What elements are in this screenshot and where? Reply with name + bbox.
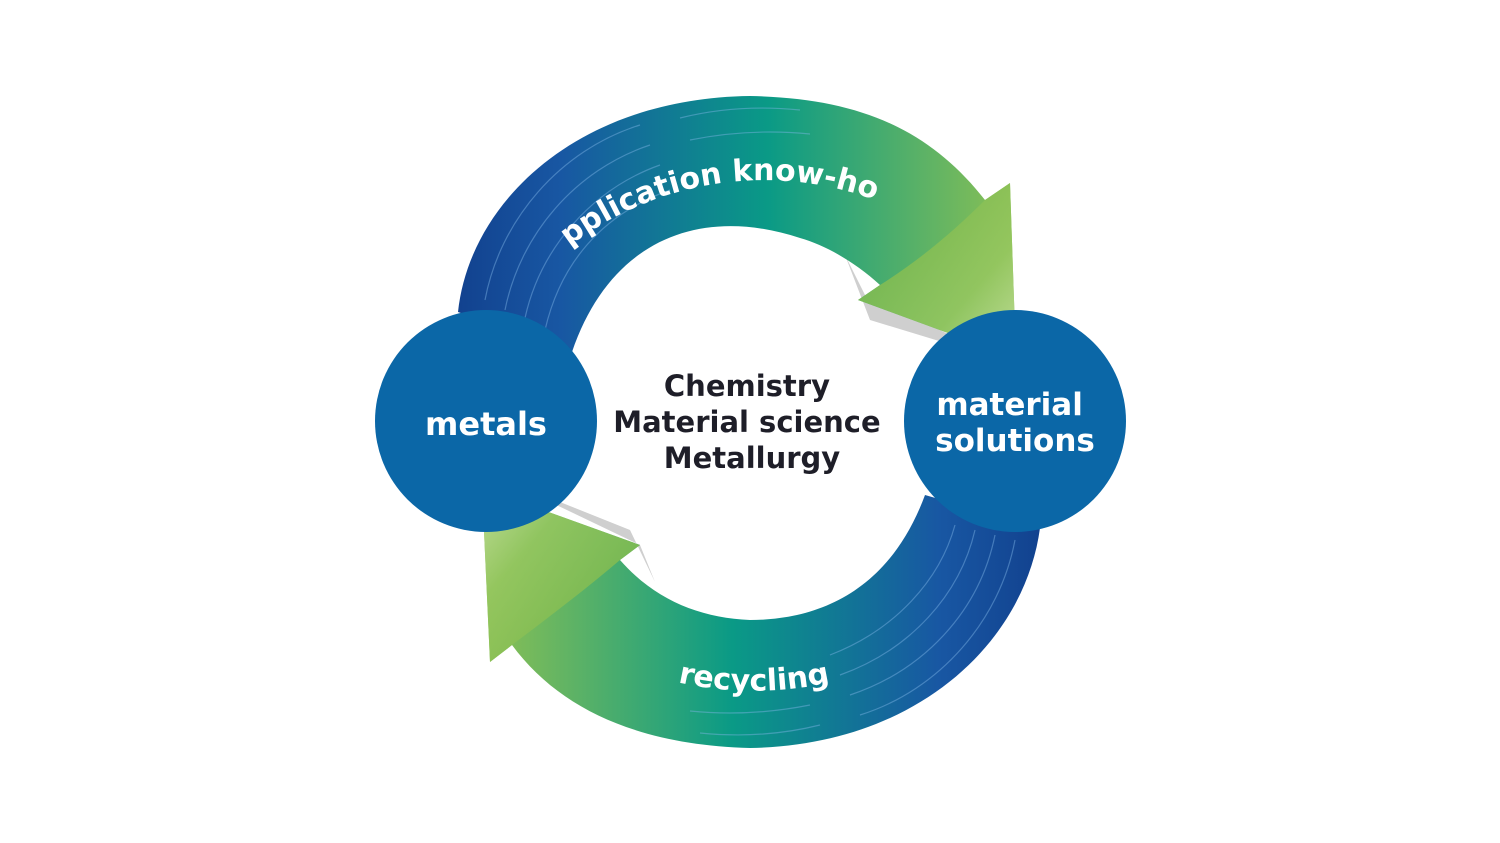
center-line-material-science: Material science [613,405,880,439]
center-line-chemistry: Chemistry [664,369,830,403]
bottom-arrow-texture [689,524,1016,736]
center-text: Chemistry Material science Metallurgy [613,369,890,475]
metals-node [375,310,597,532]
top-arrow-shadow [845,255,1008,362]
material-solutions-line-2: solutions [935,423,1095,459]
bottom-arrow-head [482,488,640,662]
material-solutions-label: material solutions [935,387,1095,459]
material-solutions-node [904,310,1126,532]
material-solutions-line-1: material [936,387,1083,423]
metals-label: metals [425,405,547,443]
top-arrow-texture [484,107,811,331]
bottom-arrow-shadow [500,478,655,582]
center-line-metallurgy: Metallurgy [664,441,841,475]
top-arrow-head [858,183,1016,358]
